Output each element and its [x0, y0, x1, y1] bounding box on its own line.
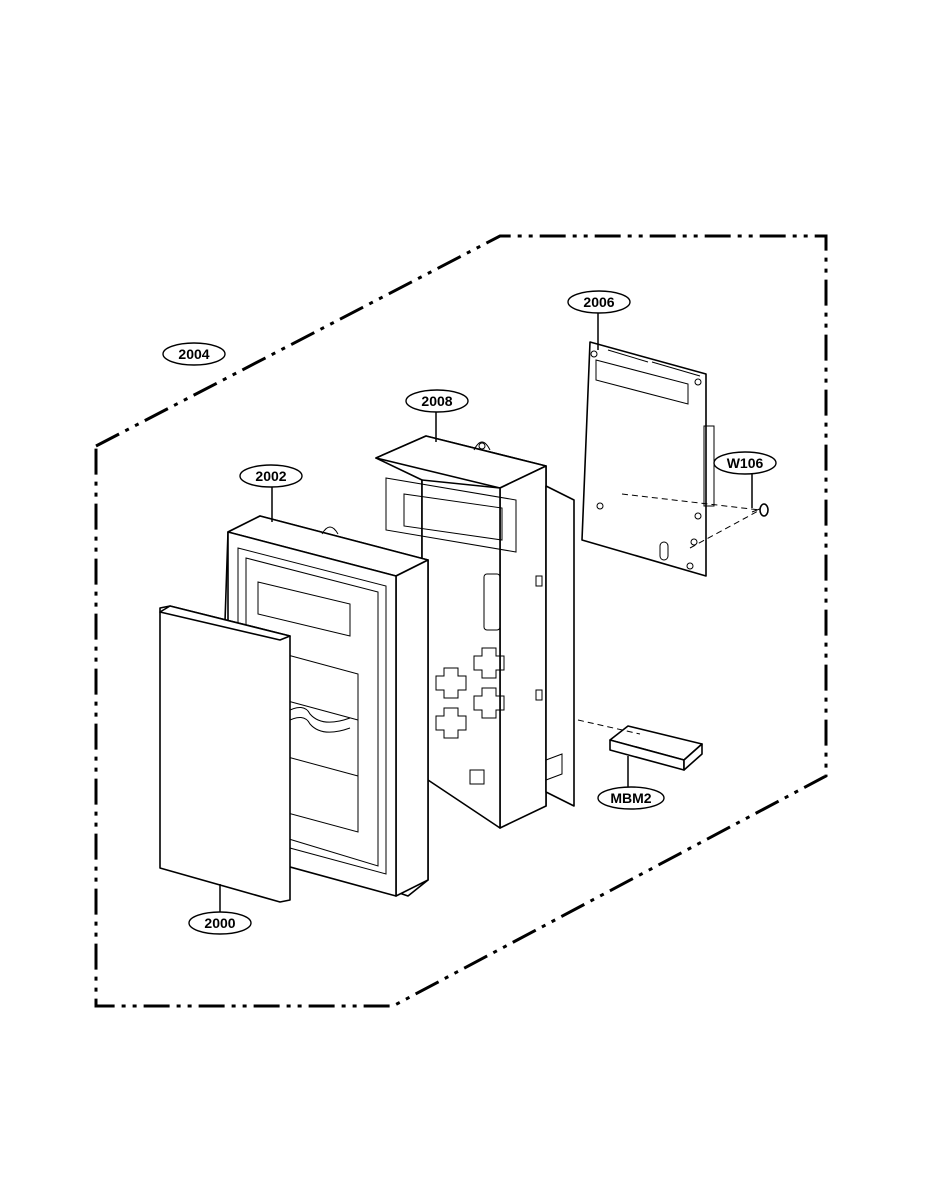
callout-mbm2: MBM2 [597, 786, 665, 810]
front-panel [159, 605, 291, 903]
control-bracket [375, 435, 575, 829]
callout-2002: 2002 [239, 464, 303, 488]
callout-w106-label: W106 [727, 455, 764, 471]
module-mbm2 [577, 719, 703, 771]
callout-2004: 2004 [162, 342, 226, 366]
callout-2002-label: 2002 [255, 468, 286, 484]
callout-mbm2-label: MBM2 [610, 790, 651, 806]
callout-2008: 2008 [405, 389, 469, 413]
callout-2004-label: 2004 [178, 346, 209, 362]
callout-w106: W106 [713, 451, 777, 475]
pcb-board [581, 341, 761, 577]
assembly-boundary [94, 234, 828, 1008]
callout-2006: 2006 [567, 290, 631, 314]
callout-2006-label: 2006 [583, 294, 614, 310]
callout-2000: 2000 [188, 911, 252, 935]
screw-w106 [751, 503, 769, 517]
callout-2000-label: 2000 [204, 915, 235, 931]
callout-2008-label: 2008 [421, 393, 452, 409]
